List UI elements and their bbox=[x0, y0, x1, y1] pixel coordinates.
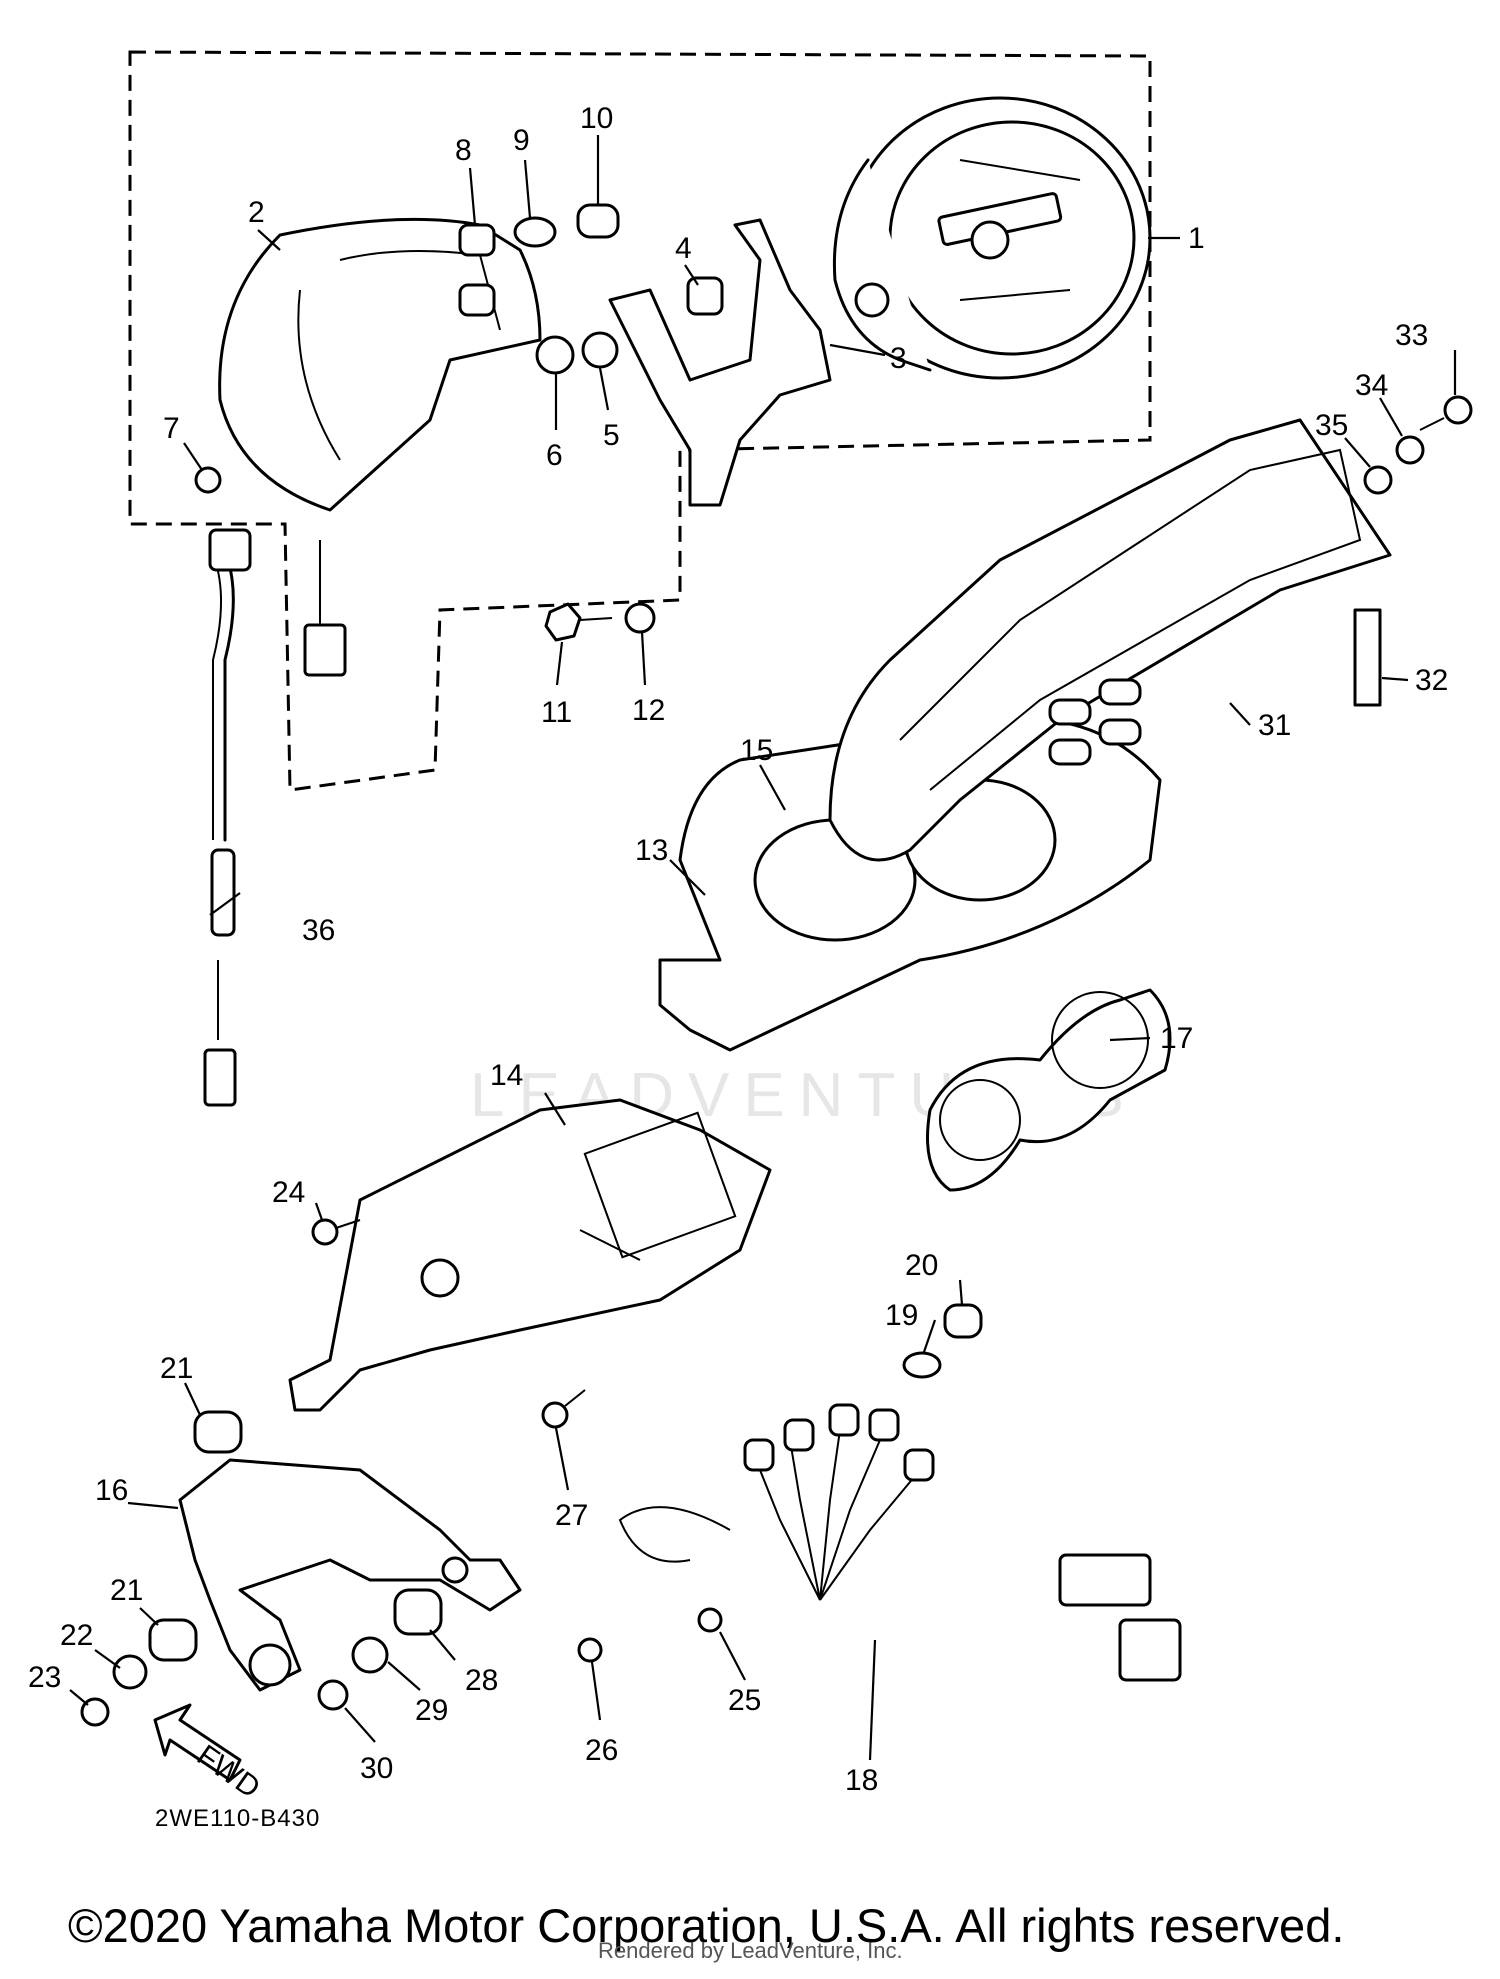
screw-25 bbox=[697, 1607, 723, 1633]
cap-10 bbox=[576, 203, 620, 239]
callout-23: 23 bbox=[28, 1661, 61, 1694]
diagram-code: 2WE110-B430 bbox=[155, 1805, 321, 1832]
forward-arrow: FWD bbox=[153, 1703, 266, 1805]
callout-8: 8 bbox=[455, 134, 472, 167]
callout-36: 36 bbox=[302, 914, 335, 947]
bolt-11 bbox=[544, 602, 613, 642]
nut-30 bbox=[317, 1679, 349, 1711]
visor-panel bbox=[828, 418, 1392, 862]
callout-9: 9 bbox=[513, 124, 530, 157]
callout-4: 4 bbox=[675, 232, 692, 265]
lower-bracket bbox=[178, 1458, 522, 1692]
copyright-notice: ©2020 Yamaha Motor Corporation, U.S.A. A… bbox=[68, 1899, 1345, 1952]
gauge-face bbox=[926, 988, 1172, 1192]
callout-6: 6 bbox=[546, 439, 563, 472]
callout-20: 20 bbox=[905, 1249, 938, 1282]
washer-22 bbox=[112, 1654, 148, 1690]
screw-26 bbox=[577, 1637, 603, 1663]
bulb-19 bbox=[902, 1351, 942, 1379]
lower-housing bbox=[288, 1098, 772, 1412]
callout-3: 3 bbox=[890, 342, 907, 375]
callout-27: 27 bbox=[555, 1499, 588, 1532]
nut-12 bbox=[624, 602, 656, 634]
grommet-6 bbox=[535, 335, 575, 375]
callout-21-bottom: 21 bbox=[110, 1574, 143, 1607]
callouts: 1 2 3 4 5 6 7 8 9 10 11 12 13 14 15 16 1… bbox=[28, 102, 1448, 1797]
callout-15: 15 bbox=[740, 734, 773, 767]
callout-29: 29 bbox=[415, 1694, 448, 1727]
callout-5: 5 bbox=[603, 419, 620, 452]
nut-35 bbox=[1363, 465, 1393, 495]
washer-29 bbox=[351, 1636, 389, 1674]
meter-case bbox=[218, 217, 542, 512]
rod-32 bbox=[1353, 608, 1382, 707]
socket-8b bbox=[458, 283, 496, 317]
bracket bbox=[608, 218, 832, 507]
grommet-28 bbox=[393, 1588, 443, 1636]
callout-7: 7 bbox=[163, 412, 180, 445]
callout-2: 2 bbox=[248, 196, 265, 229]
callout-30: 30 bbox=[360, 1752, 393, 1785]
speedometer-cable bbox=[203, 528, 347, 1107]
socket-4 bbox=[686, 276, 724, 316]
callout-1: 1 bbox=[1188, 222, 1205, 255]
callout-25: 25 bbox=[728, 1684, 761, 1717]
bulb-9 bbox=[513, 216, 557, 248]
callout-24: 24 bbox=[272, 1176, 305, 1209]
callout-11: 11 bbox=[541, 696, 572, 729]
washer-34 bbox=[1395, 435, 1425, 465]
render-credit: Rendered by LeadVenture, Inc. bbox=[598, 1938, 903, 1963]
cap-20 bbox=[943, 1303, 983, 1339]
screw-24 bbox=[311, 1218, 361, 1246]
callout-35: 35 bbox=[1315, 409, 1348, 442]
callout-18: 18 bbox=[845, 1764, 878, 1797]
grommet-21-bottom bbox=[148, 1618, 198, 1662]
callout-16: 16 bbox=[95, 1474, 128, 1507]
callout-33: 33 bbox=[1395, 319, 1428, 352]
screw-33 bbox=[1419, 395, 1473, 431]
callout-34: 34 bbox=[1355, 369, 1388, 402]
washer-5 bbox=[581, 331, 619, 369]
socket-8 bbox=[458, 223, 496, 257]
callout-32: 32 bbox=[1415, 664, 1448, 697]
grommet-21-top bbox=[193, 1410, 243, 1454]
meter-assembly bbox=[832, 96, 1152, 380]
callout-10: 10 bbox=[580, 102, 613, 135]
callout-28: 28 bbox=[465, 1664, 498, 1697]
leader-lines bbox=[69, 135, 1457, 1761]
callout-19: 19 bbox=[885, 1299, 918, 1332]
nut-23 bbox=[80, 1697, 110, 1727]
callout-17: 17 bbox=[1160, 1022, 1193, 1055]
fwd-label: FWD bbox=[191, 1739, 266, 1805]
callout-31: 31 bbox=[1258, 709, 1291, 742]
callout-21-top: 21 bbox=[160, 1352, 193, 1385]
screw-7 bbox=[194, 466, 222, 494]
callout-22: 22 bbox=[60, 1619, 93, 1652]
screw-27 bbox=[541, 1389, 586, 1429]
callout-13: 13 bbox=[635, 834, 668, 867]
callout-26: 26 bbox=[585, 1734, 618, 1767]
wire-harness bbox=[618, 1403, 1182, 1682]
callout-14: 14 bbox=[490, 1059, 523, 1092]
subassembly-boundary bbox=[128, 50, 1152, 792]
callout-12: 12 bbox=[632, 694, 665, 727]
